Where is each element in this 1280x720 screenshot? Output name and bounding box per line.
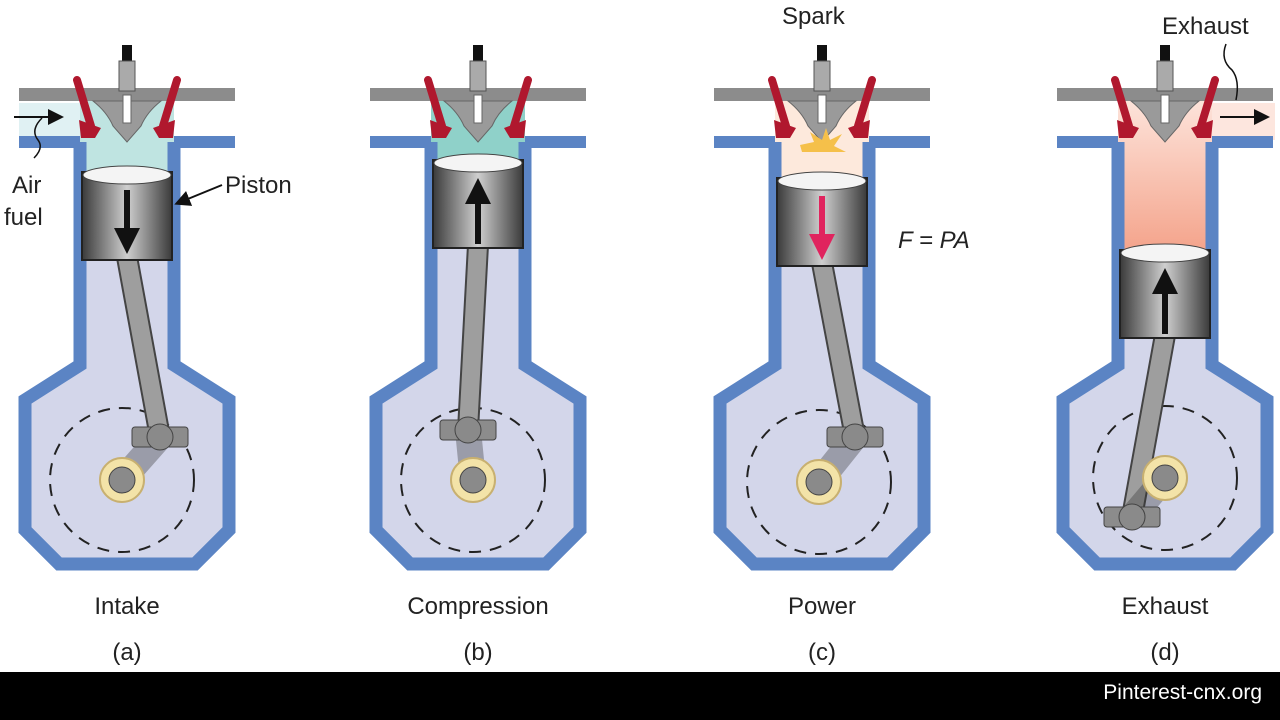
intake-valve-head [774, 120, 796, 138]
intake-valve-stem [1111, 76, 1133, 130]
piston-top [777, 171, 867, 191]
crankshaft [108, 466, 136, 494]
cylinder-wall [369, 142, 587, 571]
air-fuel-leader [33, 117, 43, 159]
exhaust-valve-head [1191, 120, 1213, 138]
arrow-up-icon [1162, 290, 1168, 334]
spark-plug-body [1156, 60, 1174, 92]
source-credit: Pinterest-cnx.org [1103, 681, 1262, 704]
fuel-label: fuel [4, 204, 43, 231]
cylinder-wall [1056, 142, 1274, 571]
cylinder-wall [713, 142, 931, 571]
stroke-label: Power [788, 593, 856, 620]
engine-panel-intake: Intake (a) [18, 45, 236, 666]
spark-plug-body [813, 60, 831, 92]
piston-top [1120, 243, 1210, 263]
connecting-rod [118, 248, 169, 446]
spark-plug-terminal [1160, 45, 1170, 61]
piston-top [82, 165, 172, 185]
intake-valve-stem [424, 76, 446, 130]
crank-rotation-path [746, 409, 892, 555]
piston-label: Piston [225, 172, 292, 199]
crank-pin [146, 423, 174, 451]
spark-plug-terminal [122, 45, 132, 61]
engine-panel-power: Power (c) [713, 45, 931, 666]
crankcase-interior [720, 142, 924, 564]
spark-icon [800, 128, 846, 152]
crank-pin [1118, 503, 1146, 531]
panel-letter: (a) [112, 639, 141, 666]
force-equation: F = PA [898, 227, 970, 254]
footer-bar: Pinterest-cnx.org [0, 672, 1280, 720]
piston-pointer [174, 184, 223, 206]
exhaust-valve-stem [1197, 76, 1219, 130]
spark-plug-terminal [473, 45, 483, 61]
panel-letter: (c) [808, 639, 836, 666]
stroke-label: Exhaust [1122, 593, 1209, 620]
connecting-rod [813, 254, 864, 446]
spark-plug-terminal [817, 45, 827, 61]
stroke-label: Intake [94, 593, 159, 620]
arrow-down-icon [124, 190, 130, 230]
crank-rotation-path [1092, 405, 1238, 551]
crankcase-interior [25, 142, 229, 564]
arrow-up-head-icon [465, 178, 491, 204]
arrow-down-head-icon [114, 228, 140, 254]
spark-plug-insulator [1160, 94, 1170, 124]
exhaust-valve-stem [510, 76, 532, 130]
spark-plug-body [118, 60, 136, 92]
crank-pin [841, 423, 869, 451]
exhaust-valve-head [848, 120, 870, 138]
spark-plug-body [469, 60, 487, 92]
intake-valve-head [430, 120, 452, 138]
spark-plug-insulator [473, 94, 483, 124]
cylinder-wall [18, 142, 236, 571]
engine-panel-compression: Compression (b) [369, 45, 587, 666]
air-label: Air [12, 172, 41, 199]
exhaust-valve-stem [854, 76, 876, 130]
crankshaft [805, 468, 833, 496]
arrow-up-head-icon [1152, 268, 1178, 294]
exhaust-valve-head [504, 120, 526, 138]
spark-plug-insulator [122, 94, 132, 124]
crankshaft [459, 466, 487, 494]
intake-valve-head [79, 120, 101, 138]
crankshaft [1151, 464, 1179, 492]
crank-pin [454, 416, 482, 444]
intake-valve-stem [73, 76, 95, 130]
arrow-down-icon [819, 196, 825, 236]
exhaust-label: Exhaust [1162, 13, 1249, 40]
stroke-label: Compression [407, 593, 548, 620]
intake-valve-head [1117, 120, 1139, 138]
exhaust-leader [1223, 43, 1239, 101]
engine-panel-exhaust: Exhaust (d) [1056, 45, 1275, 666]
arrow-up-icon [475, 200, 481, 244]
intake-valve-stem [768, 76, 790, 130]
panel-letter: (d) [1150, 639, 1179, 666]
spark-plug-insulator [817, 94, 827, 124]
piston-top [433, 153, 523, 173]
connecting-rod [459, 236, 487, 439]
panel-letter: (b) [463, 639, 492, 666]
exhaust-valve-stem [159, 76, 181, 130]
spark-label: Spark [782, 3, 846, 30]
exhaust-port [1212, 103, 1275, 140]
arrow-down-head-icon [809, 234, 835, 260]
connecting-rod [1123, 326, 1174, 526]
intake-port [19, 103, 80, 140]
exhaust-valve-head [153, 120, 175, 138]
crank-rotation-path [49, 407, 195, 553]
